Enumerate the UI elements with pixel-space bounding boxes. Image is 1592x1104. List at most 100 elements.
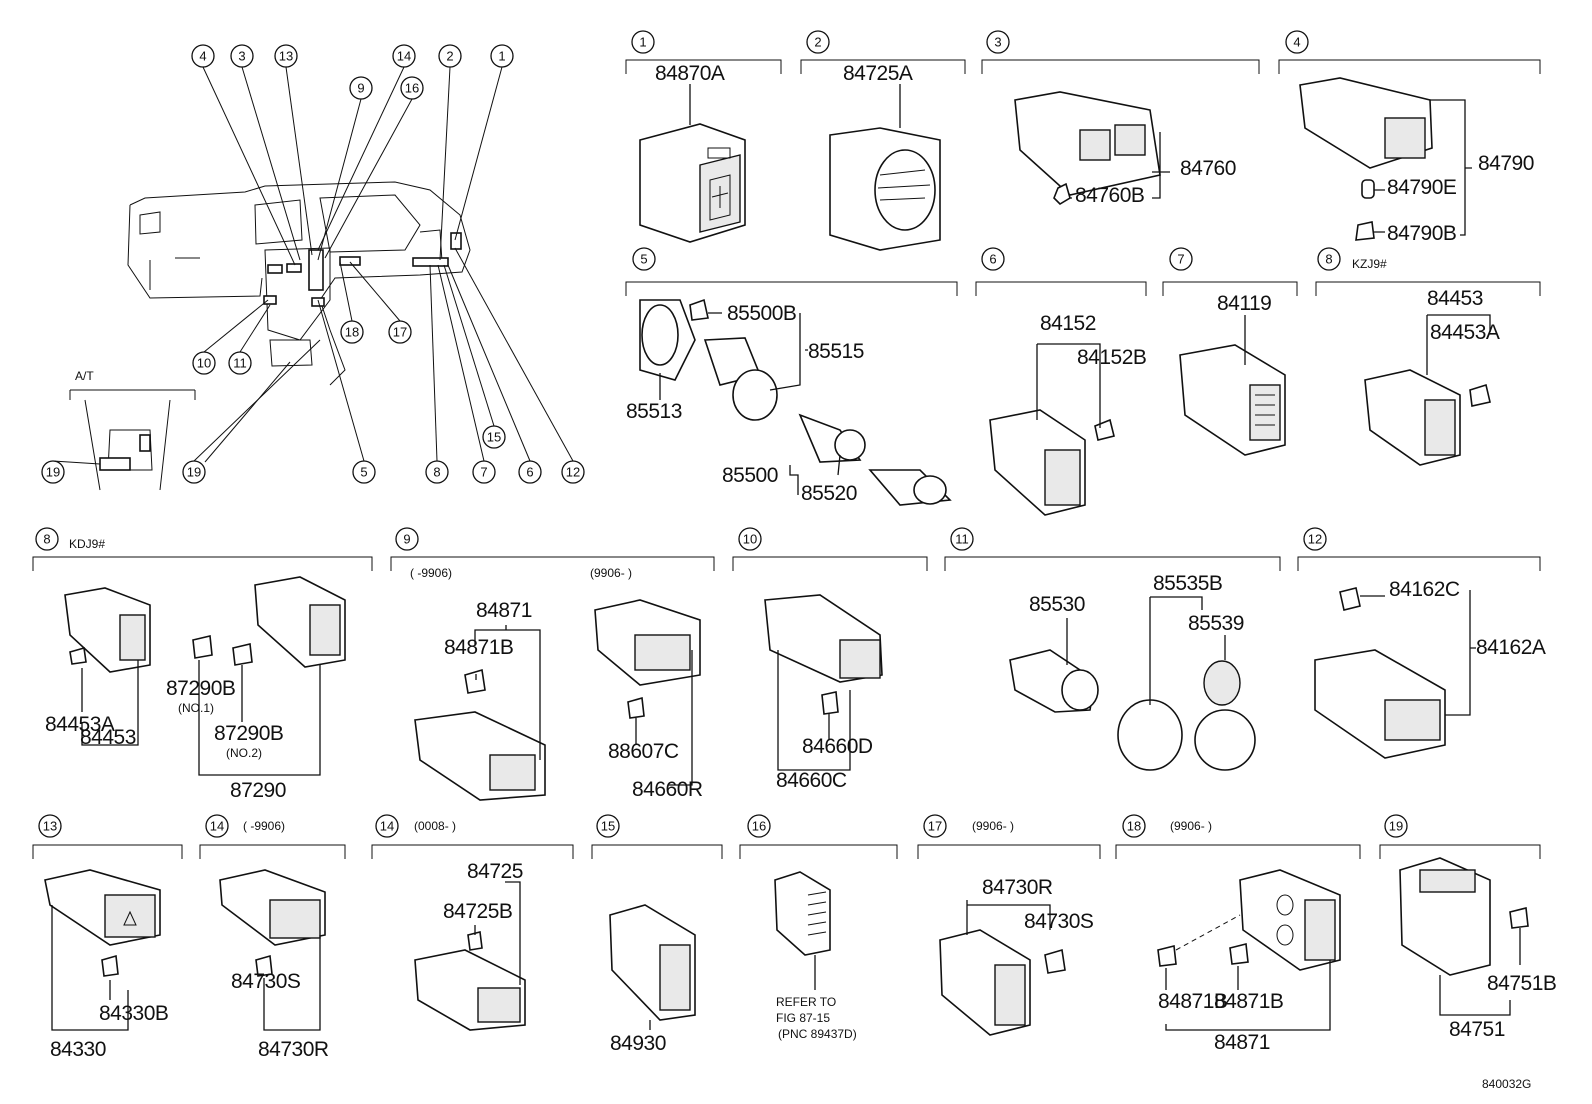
part-85500-illustration (639, 298, 952, 506)
part-fig-87-15-illustration (774, 871, 831, 956)
part-84871-illustration (414, 599, 701, 801)
section-8-number: 8 (1317, 247, 1341, 271)
reference-note: REFER TO (776, 995, 836, 1009)
callout-number: 12 (566, 465, 580, 480)
part-number-84790: 84790 (1478, 152, 1534, 175)
overview-callout-8: 8 (425, 460, 449, 484)
callout-number: 8 (43, 532, 50, 547)
section-2-number: 2 (806, 30, 830, 54)
callout-number: 14 (380, 819, 394, 834)
part-number-84725b: 84725B (443, 900, 512, 923)
callout-number: 13 (43, 819, 57, 834)
part-number-84453: 84453 (1427, 287, 1483, 310)
part-number-84119: 84119 (1217, 292, 1271, 315)
section-17-number: 17 (923, 814, 947, 838)
part-number-84330: 84330 (50, 1038, 106, 1061)
section-18-number: 18 (1122, 814, 1146, 838)
reference-note: (PNC 89437D) (778, 1027, 857, 1041)
part-84930-illustration (609, 904, 696, 1021)
part-number-85535b: 85535B (1153, 572, 1222, 595)
part-number-87290: 87290 (230, 779, 286, 802)
overview-callout-6: 6 (518, 460, 542, 484)
part-84790-illustration (1299, 77, 1433, 241)
overview-callout-5: 5 (352, 460, 376, 484)
section-7-number: 7 (1169, 247, 1193, 271)
part-number-84660d: 84660D (802, 735, 873, 758)
section-4-number: 4 (1285, 30, 1309, 54)
callout-number: 8 (1325, 252, 1332, 267)
callout-number: 16 (752, 819, 766, 834)
callout-number: 4 (199, 49, 206, 64)
part-number-84760b: 84760B (1075, 184, 1144, 207)
section-range: (9906- ) (590, 566, 632, 580)
callout-number: 3 (238, 49, 245, 64)
section-10-number: 10 (738, 527, 762, 551)
overview-callout-18: 18 (340, 320, 364, 344)
section-variant: ( -9906) (243, 819, 285, 833)
part-number-87290b: 87290B (166, 677, 235, 700)
overview-callout-15: 15 (482, 425, 506, 449)
part-number-84330b: 84330B (99, 1002, 168, 1025)
part-84871-b-illustration (1157, 869, 1341, 971)
part-number-84162c: 84162C (1389, 578, 1460, 601)
callout-number: 6 (526, 465, 533, 480)
section-9-number: 9 (395, 527, 419, 551)
part-number-88607c: 88607C (608, 740, 679, 763)
callout-number: 7 (480, 465, 487, 480)
callout-number: 15 (601, 819, 615, 834)
callout-number: 12 (1308, 532, 1322, 547)
part-number-84730s: 84730S (231, 970, 301, 993)
overview-callout-1: 1 (490, 44, 514, 68)
part-number-84930: 84930 (610, 1032, 666, 1055)
overview-callout-13: 13 (274, 44, 298, 68)
part-number-84730r: 84730R (982, 876, 1053, 899)
part-84730r-b-illustration (939, 929, 1066, 1036)
section-11-number: 11 (950, 527, 974, 551)
overview-callout-14: 14 (392, 44, 416, 68)
section-15-number: 15 (596, 814, 620, 838)
part-number-84790b: 84790B (1387, 222, 1456, 245)
section-variant: (0008- ) (414, 819, 456, 833)
callout-number: 8 (433, 465, 440, 480)
part-84119-illustration (1179, 344, 1286, 456)
callout-number: 19 (46, 465, 60, 480)
callout-number: 19 (1389, 819, 1403, 834)
overview-callout-16: 16 (400, 76, 424, 100)
callout-number: 11 (233, 356, 247, 371)
part-number-84660c: 84660C (776, 769, 847, 792)
part-number-84730s: 84730S (1024, 910, 1094, 933)
callout-number: 17 (393, 325, 407, 340)
part-number-84725: 84725 (467, 860, 523, 883)
overview-callout-17: 17 (388, 320, 412, 344)
callout-number: 19 (187, 465, 201, 480)
callout-number: 14 (397, 49, 411, 64)
section-variant: (9906- ) (1170, 819, 1212, 833)
part-84660-illustration (764, 594, 883, 715)
part-number-84453a: 84453A (1430, 321, 1500, 344)
callout-number: 3 (994, 35, 1001, 50)
reference-note: FIG 87-15 (776, 1011, 830, 1025)
callout-number: 2 (814, 35, 821, 50)
reference-note: (NO.2) (226, 746, 262, 760)
part-number-84152b: 84152B (1077, 346, 1146, 369)
part-number-84870a: 84870A (655, 62, 725, 85)
callout-number: 6 (989, 252, 996, 267)
part-number-85539: 85539 (1188, 612, 1244, 635)
callout-number: 4 (1293, 35, 1300, 50)
section-brackets (32, 59, 1541, 859)
overview-callout-10: 10 (192, 351, 216, 375)
leader-lines (51, 84, 1521, 1031)
section-8-number: 8 (35, 527, 59, 551)
callout-number: 10 (197, 356, 211, 371)
part-number-84453a: 84453A (45, 713, 115, 736)
part-84162a-illustration (1314, 587, 1446, 759)
overview-callout-3: 3 (230, 44, 254, 68)
callout-number: 14 (210, 819, 224, 834)
callout-number: 5 (360, 465, 367, 480)
part-number-85515: 85515 (808, 340, 864, 363)
section-12-number: 12 (1303, 527, 1327, 551)
part-84725-illustration (414, 931, 526, 1031)
